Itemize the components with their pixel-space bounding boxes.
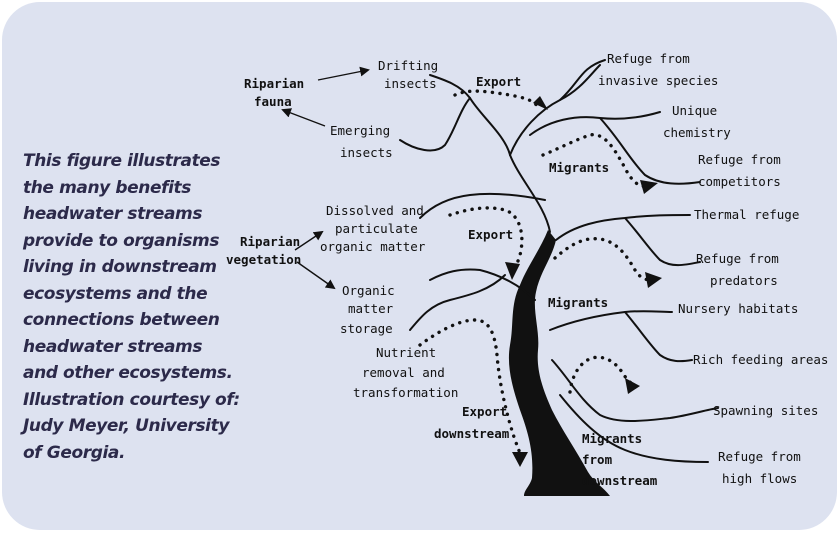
export-top-label: Export [476,74,521,89]
refuge-invasive-label: Refuge from invasive species [598,51,718,88]
caption-line: This figure illustrates [23,151,221,171]
riparian-fauna-label: Riparian fauna [244,76,312,109]
export-downstream-label: Export downstream [434,404,515,441]
migrants-1-label: Migrants [549,160,609,175]
caption-line: and other ecosystems. [23,363,233,383]
thermal-refuge-label: Thermal refuge [694,207,799,222]
caption-line: Judy Meyer, University [23,416,229,436]
river-trunk [508,230,610,496]
migrants-2-label: Migrants [548,295,608,310]
rich-feeding-label: Rich feeding areas [693,352,828,367]
arrowhead-icon [533,96,548,110]
caption-line: headwater streams [23,204,203,224]
spawning-sites-label: Spawning sites [713,403,818,418]
caption-line: living in downstream [23,257,217,277]
refuge-predators-label: Refuge from predators [696,251,786,288]
arrowhead-icon [505,262,520,280]
figure-caption: This figure illustrates the many benefit… [23,148,240,466]
arrowhead-icon [645,272,662,288]
caption-line: connections between [23,310,220,330]
label-arrows [281,66,370,290]
riparian-vegetation-label: Riparian vegetation [226,234,308,267]
caption-line: of Georgia. [23,442,126,463]
export-mid-label: Export [468,227,513,242]
arrowhead-icon [625,378,640,394]
drifting-insects-label: Drifting insects [378,58,446,91]
nursery-habitats-label: Nursery habitats [678,301,798,316]
caption-line: ecosystems and the [23,283,208,304]
stream-branches [399,59,719,463]
migrants-from-downstream-label: Migrants from downstream [582,431,658,488]
flow-arrows [418,89,662,467]
unique-chemistry-label: Unique chemistry [663,103,731,140]
refuge-competitors-label: Refuge from competitors [698,152,788,189]
arrowhead-icon [640,180,658,194]
arrowhead-icon [512,452,528,467]
caption-line: Illustration courtesy of: [23,389,240,410]
caption-line: headwater streams [23,336,203,357]
organic-storage-label: Organic matter storage [340,283,402,336]
caption-line: the many benefits [23,177,191,198]
nutrient-removal-label: Nutrient removal and transformation [353,345,458,400]
emerging-insects-label: Emerging insects [330,123,398,160]
dissolved-organic-label: Dissolved and particulate organic matter [320,203,431,254]
caption-line: provide to organisms [23,230,220,251]
refuge-high-flows-label: Refuge from high flows [718,449,808,486]
